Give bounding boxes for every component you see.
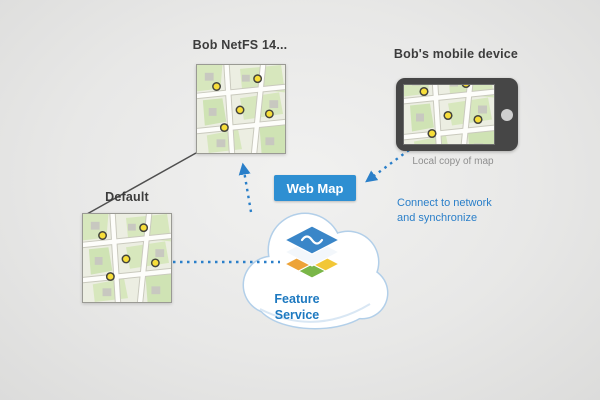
river-glyph [300,235,324,245]
connect-arrow-device-to-webmap [365,149,410,183]
connect-note-line2: and synchronize [397,212,478,225]
sync-arrow-to-netfs-map [238,162,253,213]
netfs-map-thumbnail [196,64,286,154]
connect-note: Connect to network and synchronize [397,196,517,227]
version-branch-line [86,152,197,215]
default-map-thumbnail [82,213,172,303]
local-copy-caption: Local copy of map [412,156,494,167]
feature-service-label: Feature Service [274,292,320,322]
default-map-label: Default [105,190,149,204]
tablet-device [396,78,518,151]
map-image [404,85,494,144]
feature-service-icon [283,225,341,279]
connect-note-line1: Connect to network [397,197,492,209]
map-image [197,65,285,153]
mobile-device-label: Bob's mobile device [393,47,519,61]
netfs-map-label: Bob NetFS 14... [192,38,288,52]
map-image [83,214,171,302]
home-button-icon [501,108,513,121]
web-map-node: Web Map [274,175,356,201]
tablet-screen [403,84,495,145]
